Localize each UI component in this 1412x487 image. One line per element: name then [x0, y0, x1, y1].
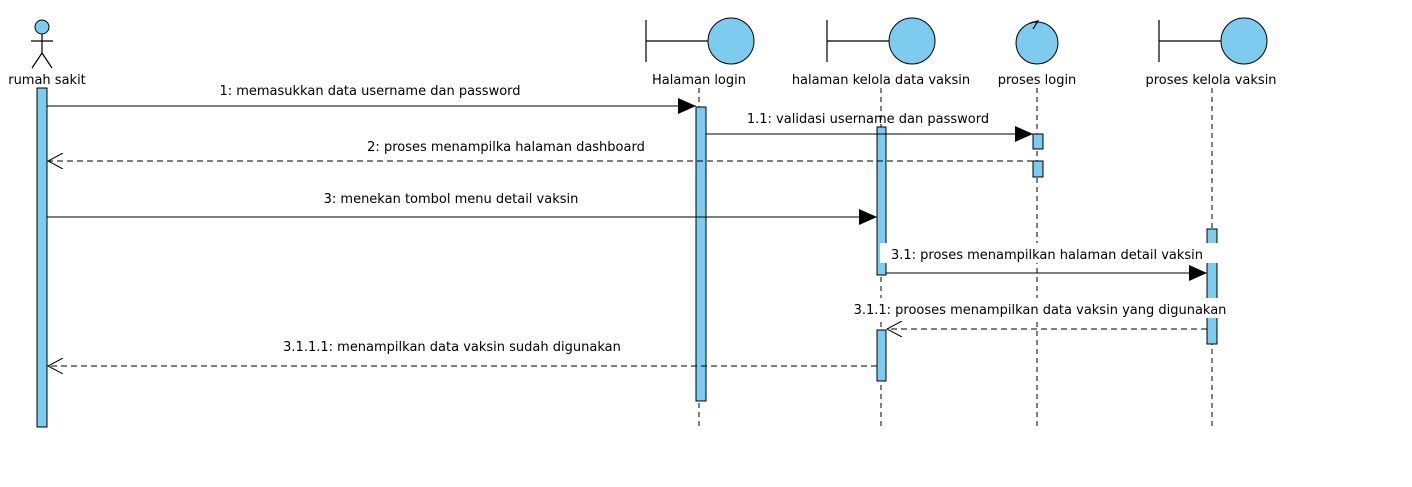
message-label: 3.1.1.1: menampilkan data vaksin sudah d…: [283, 340, 621, 355]
message-label: 3: menekan tombol menu detail vaksin: [324, 192, 579, 207]
boundary-icon: [1158, 17, 1268, 65]
boundary-icon: [826, 17, 936, 65]
message-3: 3: menekan tombol menu detail vaksin: [47, 192, 877, 225]
control-icon: [1015, 20, 1059, 65]
message-label-background: [880, 243, 1218, 263]
actor-stick-figure-icon: [31, 19, 53, 69]
message-1: 1: memasukkan data username dan password: [47, 84, 696, 114]
activation-rumah-sakit: [36, 87, 48, 428]
participant-label: proses kelola vaksin: [1145, 73, 1276, 88]
message-label-background: [850, 298, 1232, 318]
activation-halaman-kelola-vaksin: [876, 126, 887, 276]
participant-label: halaman kelola data vaksin: [792, 73, 970, 88]
message-label: 3.1: proses menampilkan halaman detail v…: [891, 248, 1203, 263]
message-label: 3.1.1: prooses menampilkan data vaksin y…: [854, 303, 1227, 318]
activation-halaman-login: [695, 106, 707, 402]
boundary-icon: [645, 17, 755, 65]
activation-proses-login-return: [1032, 160, 1044, 178]
activation-proses-login: [1032, 133, 1044, 150]
control-proses-login: proses login: [998, 20, 1077, 88]
message-label: 1: memasukkan data username dan password: [219, 84, 520, 99]
boundary-proses-kelola-vaksin: proses kelola vaksin: [1145, 17, 1277, 88]
message-3-1-1-1: 3.1.1.1: menampilkan data vaksin sudah d…: [48, 340, 877, 366]
boundary-halaman-kelola-data-vaksin: halaman kelola data vaksin: [792, 17, 970, 88]
message-3-1: 3.1: proses menampilkan halaman detail v…: [880, 243, 1218, 281]
participant-label: rumah sakit: [8, 73, 86, 88]
boundary-halaman-login: Halaman login: [645, 17, 755, 88]
message-label: 2: proses menampilka halaman dashboard: [367, 140, 645, 155]
message-label: 1.1: validasi username dan password: [747, 112, 989, 127]
activation-proses-kelola-vaksin: [1206, 228, 1218, 345]
message-2: 2: proses menampilka halaman dashboard: [48, 140, 1033, 161]
participant-label: Halaman login: [652, 73, 746, 88]
message-1-1: 1.1: validasi username dan password: [706, 112, 1033, 142]
participant-label: proses login: [998, 73, 1077, 88]
activation-halaman-kelola-vaksin-return: [876, 329, 887, 382]
message-3-1-1: 3.1.1: prooses menampilkan data vaksin y…: [850, 298, 1232, 329]
actor-rumah-sakit: rumah sakit: [8, 19, 86, 88]
